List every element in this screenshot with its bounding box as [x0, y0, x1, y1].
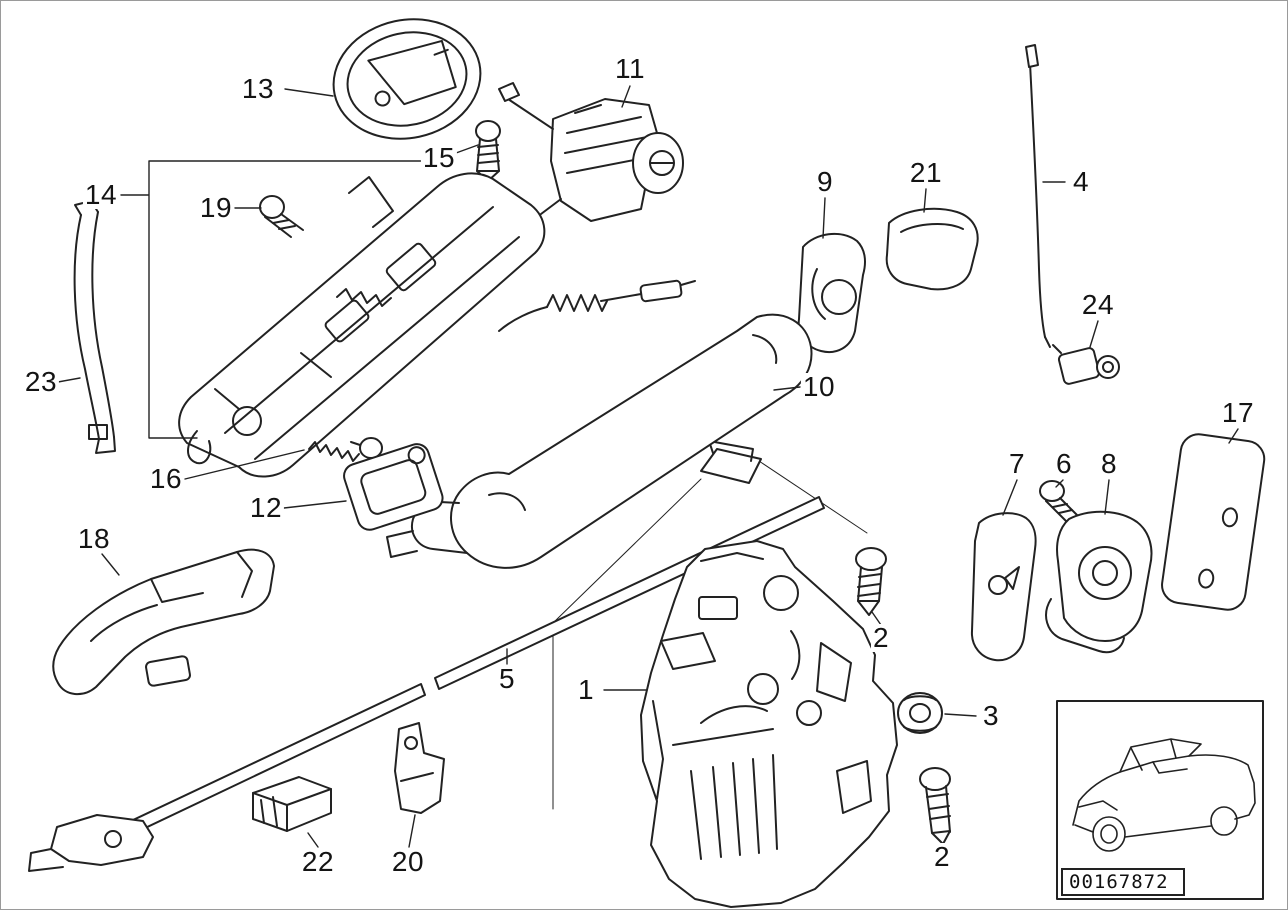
diagram-code: 00167872 — [1069, 871, 1169, 893]
handle-pivot-art — [700, 440, 762, 484]
part-label-21[interactable]: 21 — [907, 157, 945, 188]
part-label-22[interactable]: 22 — [299, 846, 337, 877]
part-22-clip-art — [252, 776, 332, 832]
part-label-4[interactable]: 4 — [1070, 166, 1092, 197]
part-label-12[interactable]: 12 — [247, 492, 285, 523]
part-label-8[interactable]: 8 — [1098, 448, 1120, 479]
part-13-gasket-art — [332, 18, 482, 140]
part-16-screw-art — [308, 437, 383, 462]
part-label-23[interactable]: 23 — [22, 366, 60, 397]
part-21-cap-art — [885, 207, 979, 291]
part-2-upper-screw-art — [855, 547, 887, 616]
handle-cable-art — [498, 279, 696, 332]
part-10-handle-art — [386, 313, 813, 569]
bar-end-clamp-art — [28, 814, 154, 872]
part-4-rod-art — [1025, 44, 1051, 348]
part-label-20[interactable]: 20 — [389, 846, 427, 877]
part-7-cover-art — [970, 512, 1037, 662]
diagram-code-plate: 00167872 — [1061, 868, 1185, 896]
part-label-10[interactable]: 10 — [800, 371, 838, 402]
part-label-11[interactable]: 11 — [612, 53, 648, 84]
leader-lines — [57, 85, 1239, 848]
part-label-7[interactable]: 7 — [1006, 448, 1028, 479]
part-20-bracket-art — [394, 722, 445, 814]
part-2-lower-screw-art — [919, 767, 951, 845]
part-label-6[interactable]: 6 — [1053, 448, 1075, 479]
part-14-carrier-art — [178, 172, 546, 478]
part-3-grommet-art — [897, 692, 943, 734]
part-label-16[interactable]: 16 — [147, 463, 185, 494]
car-thumbnail-frame — [1056, 700, 1264, 900]
part-label-5[interactable]: 5 — [496, 663, 518, 694]
part-6-screw-art — [1039, 480, 1078, 523]
part-12-gasket-art — [343, 443, 444, 531]
part-24-switch-art — [1052, 344, 1120, 385]
part-label-15[interactable]: 15 — [420, 142, 458, 173]
part-label-9[interactable]: 9 — [814, 166, 836, 197]
part-label-18[interactable]: 18 — [75, 523, 113, 554]
part-label-2-upper[interactable]: 2 — [870, 622, 892, 653]
part-15-screw-art — [475, 120, 501, 182]
part-label-17[interactable]: 17 — [1219, 397, 1257, 428]
part-label-24[interactable]: 24 — [1079, 289, 1117, 320]
part-1-lock-art — [640, 540, 898, 908]
part-label-3[interactable]: 3 — [980, 700, 1002, 731]
car-icon — [1072, 738, 1256, 852]
part-label-13[interactable]: 13 — [239, 73, 277, 104]
part-11-lock-cylinder-art — [498, 82, 684, 224]
part-label-14[interactable]: 14 — [82, 179, 120, 210]
part-19-screw-art — [259, 195, 304, 238]
part-label-1[interactable]: 1 — [575, 674, 597, 705]
part-label-19[interactable]: 19 — [197, 192, 235, 223]
alignment-lines — [552, 460, 868, 810]
part-18-inner-handle-art — [52, 548, 275, 695]
part-8-striker-art — [1045, 510, 1153, 654]
part-17-plate-art — [1161, 433, 1266, 611]
part-label-2-lower[interactable]: 2 — [931, 841, 953, 872]
